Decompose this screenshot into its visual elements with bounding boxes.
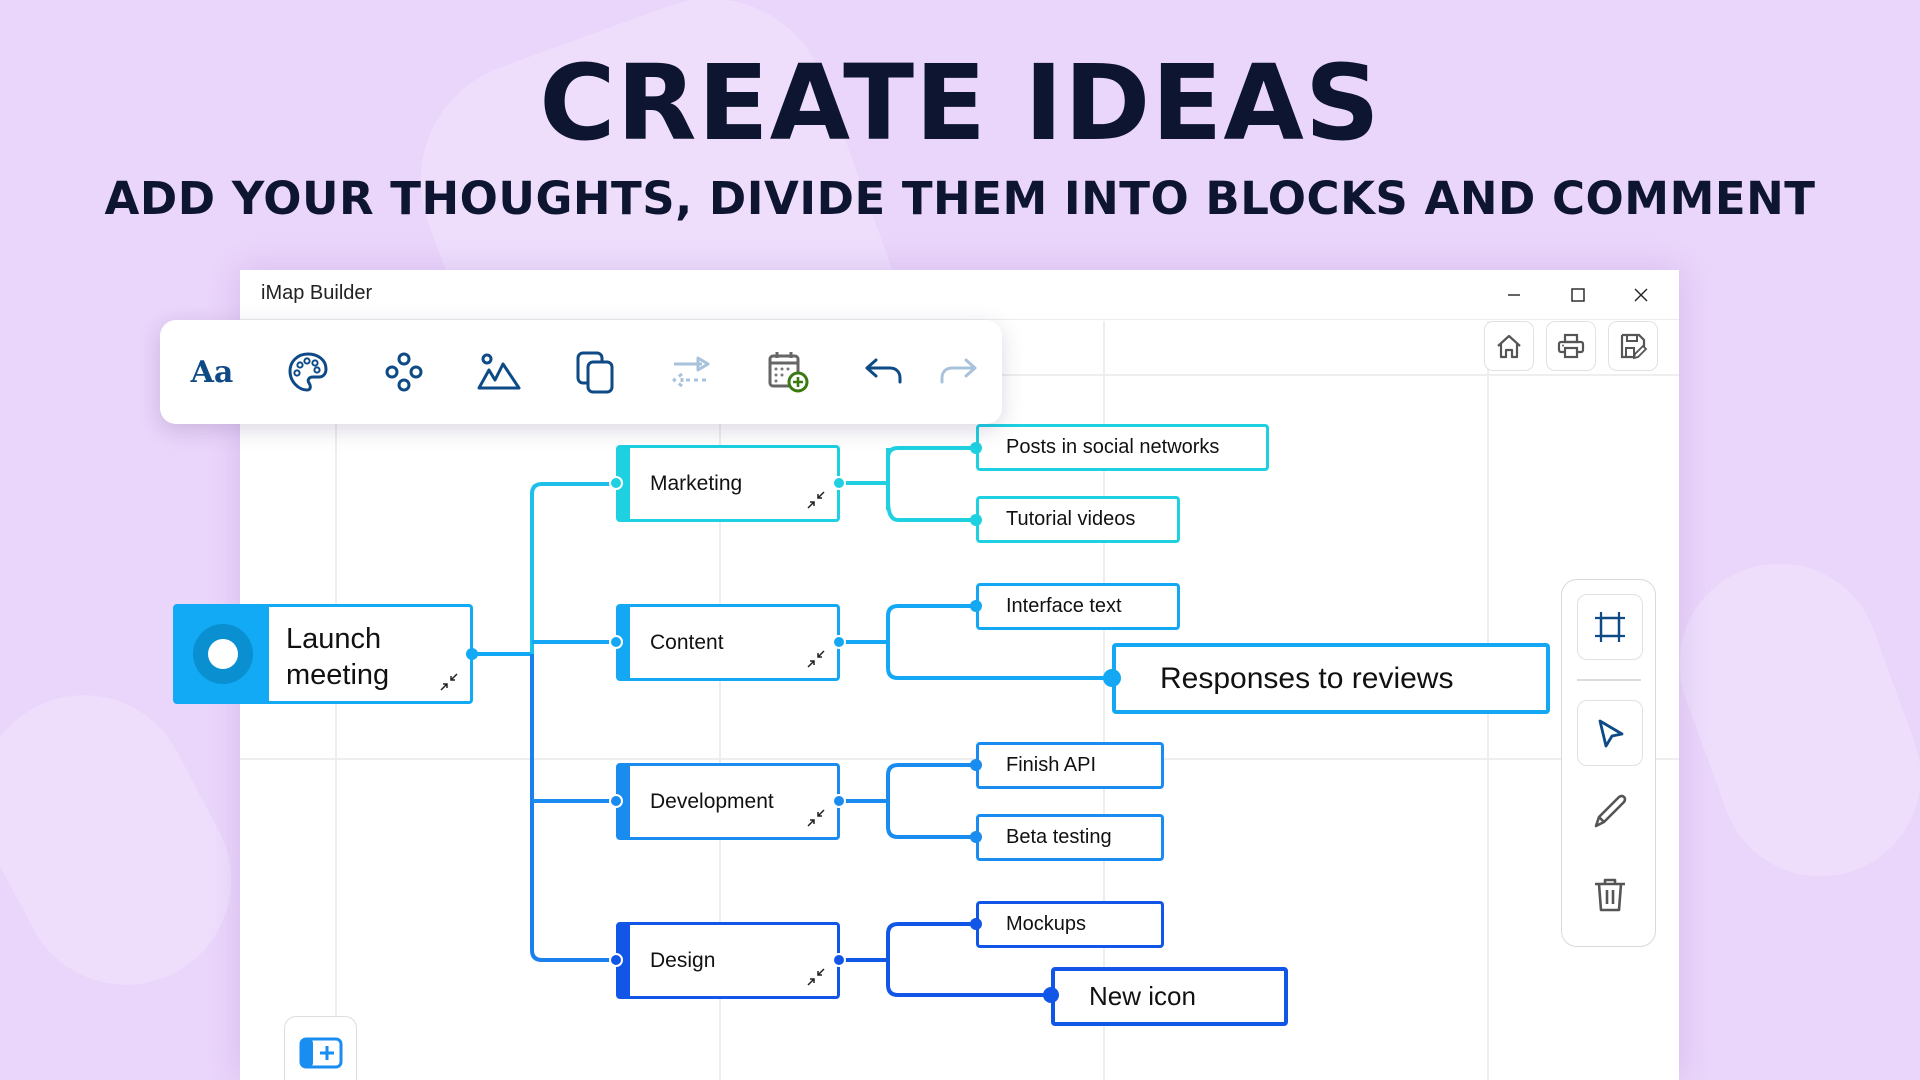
branch-node-marketing[interactable]: Marketing [616, 445, 840, 522]
branch-label: Marketing [650, 471, 743, 495]
add-date-button[interactable] [758, 342, 818, 402]
collapse-icon[interactable] [805, 966, 827, 988]
close-icon [1634, 288, 1648, 302]
delete-button[interactable] [1577, 862, 1643, 928]
palette-button[interactable] [278, 342, 338, 402]
save-icon [1620, 333, 1648, 360]
child-node[interactable]: New icon [1051, 967, 1288, 1026]
palette-icon [288, 352, 328, 392]
branch-node-development[interactable]: Development [616, 763, 840, 840]
pointer-icon [1598, 719, 1624, 748]
add-panel-icon [299, 1037, 342, 1069]
side-tools-panel [1561, 579, 1656, 947]
collapse-icon[interactable] [805, 648, 827, 670]
branch-node-design[interactable]: Design [616, 922, 840, 999]
nodes-icon [385, 352, 423, 392]
image-icon [477, 353, 521, 390]
subheadline: ADD YOUR THOUGHTS, DIVIDE THEM INTO BLOC… [104, 172, 1816, 225]
circle-icon [192, 624, 253, 684]
fit-frame-button[interactable] [1577, 594, 1643, 660]
format-toolbar: Aa [160, 320, 1002, 424]
root-label-line1: Launch [286, 623, 382, 655]
child-label: Tutorial videos [1006, 508, 1136, 530]
font-button[interactable]: Aa [182, 342, 242, 402]
select-tool-button[interactable] [1577, 700, 1643, 766]
child-node[interactable]: Interface text [976, 583, 1180, 630]
background-shape [1651, 535, 1920, 905]
maximize-icon [1571, 288, 1585, 302]
print-button[interactable] [1546, 321, 1596, 371]
branch-node-content[interactable]: Content [616, 604, 840, 681]
copy-icon [576, 351, 614, 394]
child-node-selected[interactable]: Responses to reviews [1112, 643, 1550, 714]
home-button[interactable] [1484, 321, 1534, 371]
child-label: Beta testing [1006, 826, 1112, 848]
pencil-tool-button[interactable] [1577, 778, 1643, 844]
branch-label: Content [650, 630, 724, 654]
minimize-button[interactable] [1494, 278, 1534, 312]
redo-button[interactable] [928, 342, 988, 402]
font-icon: Aa [190, 354, 234, 390]
close-button[interactable] [1621, 278, 1661, 312]
branch-label: Development [650, 789, 774, 813]
collapse-icon[interactable] [438, 671, 460, 693]
layout-button[interactable] [374, 342, 434, 402]
printer-icon [1557, 333, 1585, 359]
redo-icon [940, 358, 977, 384]
root-node[interactable]: Launch meeting [173, 604, 473, 704]
undo-button[interactable] [854, 342, 914, 402]
maximize-button[interactable] [1558, 278, 1598, 312]
divider [1577, 679, 1641, 681]
root-label: Launch meeting [286, 621, 389, 693]
pencil-icon [1594, 794, 1627, 828]
undo-icon [865, 358, 902, 384]
window-title: iMap Builder [261, 282, 373, 304]
home-icon [1497, 334, 1521, 359]
calendar-add-icon [768, 352, 809, 393]
trash-icon [1595, 878, 1625, 912]
child-node[interactable]: Beta testing [976, 814, 1164, 861]
child-label: Mockups [1006, 913, 1087, 935]
duplicate-button[interactable] [566, 342, 626, 402]
child-label: Finish API [1006, 754, 1097, 776]
root-label-line2: meeting [286, 659, 390, 691]
root-badge [176, 607, 269, 701]
child-label: Posts in social networks [1006, 436, 1220, 458]
child-label: Interface text [1006, 595, 1122, 617]
child-label: New icon [1089, 981, 1196, 1011]
title-bar: iMap Builder [240, 270, 1679, 320]
child-node[interactable]: Posts in social networks [976, 424, 1269, 471]
collapse-icon[interactable] [805, 807, 827, 829]
connections-button[interactable] [662, 342, 722, 402]
save-button[interactable] [1608, 321, 1658, 371]
background-shape [0, 658, 269, 1022]
headline: CREATE IDEAS [539, 42, 1381, 164]
child-node[interactable]: Finish API [976, 742, 1164, 789]
swap-arrows-icon [672, 356, 710, 388]
crop-frame-icon [1595, 612, 1625, 642]
child-label: Responses to reviews [1160, 661, 1454, 695]
add-panel-button[interactable] [284, 1016, 357, 1080]
image-button[interactable] [470, 342, 530, 402]
branch-label: Design [650, 948, 716, 972]
collapse-icon[interactable] [805, 489, 827, 511]
child-node[interactable]: Mockups [976, 901, 1164, 948]
minimize-icon [1508, 294, 1520, 296]
child-node[interactable]: Tutorial videos [976, 496, 1180, 543]
